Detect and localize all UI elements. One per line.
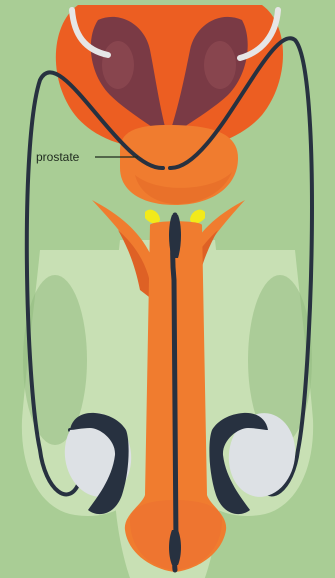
bladder-interior-left-highlight: [102, 41, 134, 89]
urethra-top-bulge: [169, 215, 181, 258]
bladder-interior-right-highlight: [204, 41, 236, 89]
urethra-bottom-bulge: [169, 530, 181, 565]
prostate-label: prostate: [36, 150, 80, 164]
